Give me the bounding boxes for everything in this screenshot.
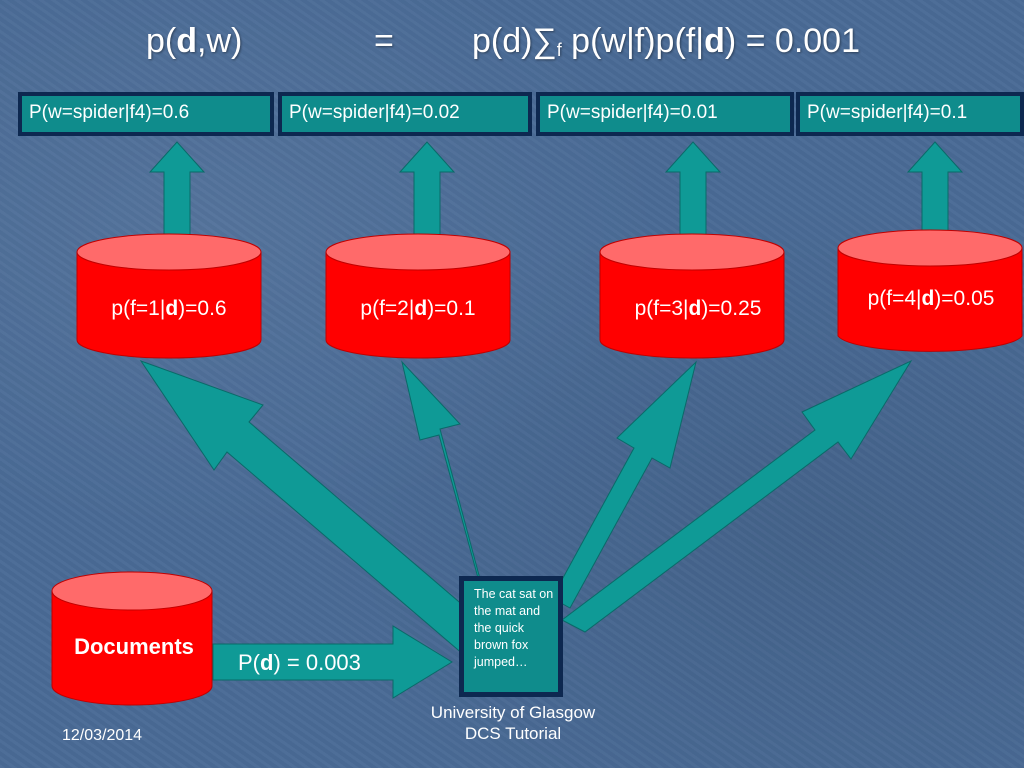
document-text-box: The cat sat on the mat and the quick bro… xyxy=(459,576,563,697)
documents-label: Documents xyxy=(74,634,194,659)
diagonal-arrow-1 xyxy=(139,360,487,656)
footer-date: 12/03/2014 xyxy=(62,727,143,744)
feature-label-1: p(f=1|d)=0.6 xyxy=(111,297,227,320)
title-lhs: p(d,w) xyxy=(146,22,243,60)
title-equals: = xyxy=(374,22,394,60)
feature-cylinder-2 xyxy=(325,233,511,359)
feature-cylinder-3 xyxy=(599,233,785,359)
feature-cylinder-1 xyxy=(76,233,262,359)
diagonal-arrow-2 xyxy=(401,360,485,601)
word-probability-box-3: P(w=spider|f4)=0.01 xyxy=(536,92,794,136)
documents-cylinder xyxy=(51,571,213,706)
word-probability-box-4: P(w=spider|f4)=0.1 xyxy=(796,92,1024,136)
feature-cylinder-4 xyxy=(837,229,1023,352)
feature-label-2: p(f=2|d)=0.1 xyxy=(360,297,476,320)
diagonal-arrow-3 xyxy=(551,360,697,609)
footer-line-2: DCS Tutorial xyxy=(464,724,562,743)
slide-title: p(d,w) = p(d)∑f p(w|f)p(f|d) = 0.001 xyxy=(0,22,1024,72)
diagonal-arrow-4 xyxy=(561,359,913,633)
feature-label-4: p(f=4|d)=0.05 xyxy=(867,287,995,310)
document-prior-label: P(d) = 0.003 xyxy=(238,650,361,675)
documents-arrow xyxy=(212,625,453,699)
word-probability-box-1: P(w=spider|f4)=0.6 xyxy=(18,92,274,136)
word-probability-box-2: P(w=spider|f4)=0.02 xyxy=(278,92,532,136)
footer-line-1: University of Glasgow xyxy=(430,703,596,722)
feature-label-3: p(f=3|d)=0.25 xyxy=(634,297,762,320)
footer-institution: University of Glasgow DCS Tutorial xyxy=(400,702,626,744)
title-rhs: p(d)∑f p(w|f)p(f|d) = 0.001 xyxy=(472,22,860,60)
